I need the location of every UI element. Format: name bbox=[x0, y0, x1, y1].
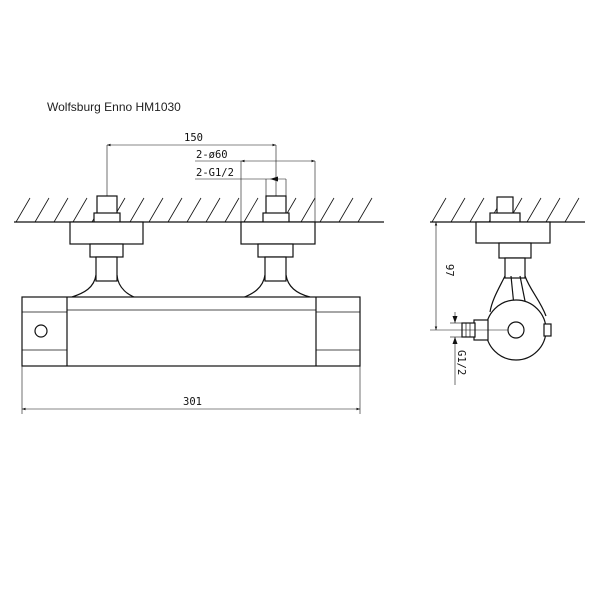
front-wall-hatching bbox=[14, 197, 384, 223]
dim-label-outlet-thread: G1/2 bbox=[455, 350, 467, 375]
hatch-line bbox=[148, 197, 164, 223]
product-title: Wolfsburg Enno HM1030 bbox=[47, 100, 181, 114]
dim-label-97: 97 bbox=[443, 264, 455, 277]
hatch-line bbox=[469, 197, 485, 223]
hatch-line bbox=[15, 197, 31, 223]
dim-label-flange-diameter: 2-ø60 bbox=[196, 149, 228, 161]
hatch-line bbox=[431, 197, 447, 223]
dimension-301: 301 bbox=[21, 366, 361, 414]
dim-label-inlet-thread: 2-G1/2 bbox=[196, 167, 234, 179]
hatch-line bbox=[167, 197, 183, 223]
left-inlet-connector bbox=[69, 195, 144, 282]
hatch-line bbox=[564, 197, 580, 223]
hatch-line bbox=[129, 197, 145, 223]
hatch-line bbox=[357, 197, 373, 223]
dimension-outlet-thread: G1/2 bbox=[450, 312, 467, 385]
side-outlet-port bbox=[507, 321, 525, 339]
hatch-line bbox=[53, 197, 69, 223]
side-right-stub bbox=[543, 323, 552, 337]
hatch-line bbox=[72, 197, 88, 223]
hatch-line bbox=[319, 197, 335, 223]
hatch-line bbox=[450, 197, 466, 223]
hatch-line bbox=[300, 197, 316, 223]
dimension-flange-diameter: 2-ø60 bbox=[195, 149, 316, 222]
dimension-inlet-thread: 2-G1/2 bbox=[195, 167, 287, 196]
hatch-line bbox=[526, 197, 542, 223]
right-inlet-connector bbox=[240, 195, 316, 282]
dimension-150: 150 bbox=[106, 132, 277, 196]
dim-label-301: 301 bbox=[183, 396, 202, 408]
dimension-97: 97 bbox=[430, 221, 508, 331]
hatch-line bbox=[186, 197, 202, 223]
side-view: 97 G1/2 bbox=[430, 196, 585, 385]
thermostat-body bbox=[21, 296, 361, 367]
side-wall-connector bbox=[475, 196, 551, 279]
hatch-line bbox=[338, 197, 354, 223]
hatch-line bbox=[545, 197, 561, 223]
hatch-line bbox=[243, 197, 259, 223]
hatch-line bbox=[205, 197, 221, 223]
side-body bbox=[485, 275, 547, 361]
hatch-line bbox=[34, 197, 50, 223]
hatch-line bbox=[224, 197, 240, 223]
dim-label-150: 150 bbox=[184, 132, 203, 144]
front-view: 150 2-ø60 2-G1/2 301 bbox=[14, 132, 384, 414]
control-knob-indicator bbox=[34, 324, 48, 338]
